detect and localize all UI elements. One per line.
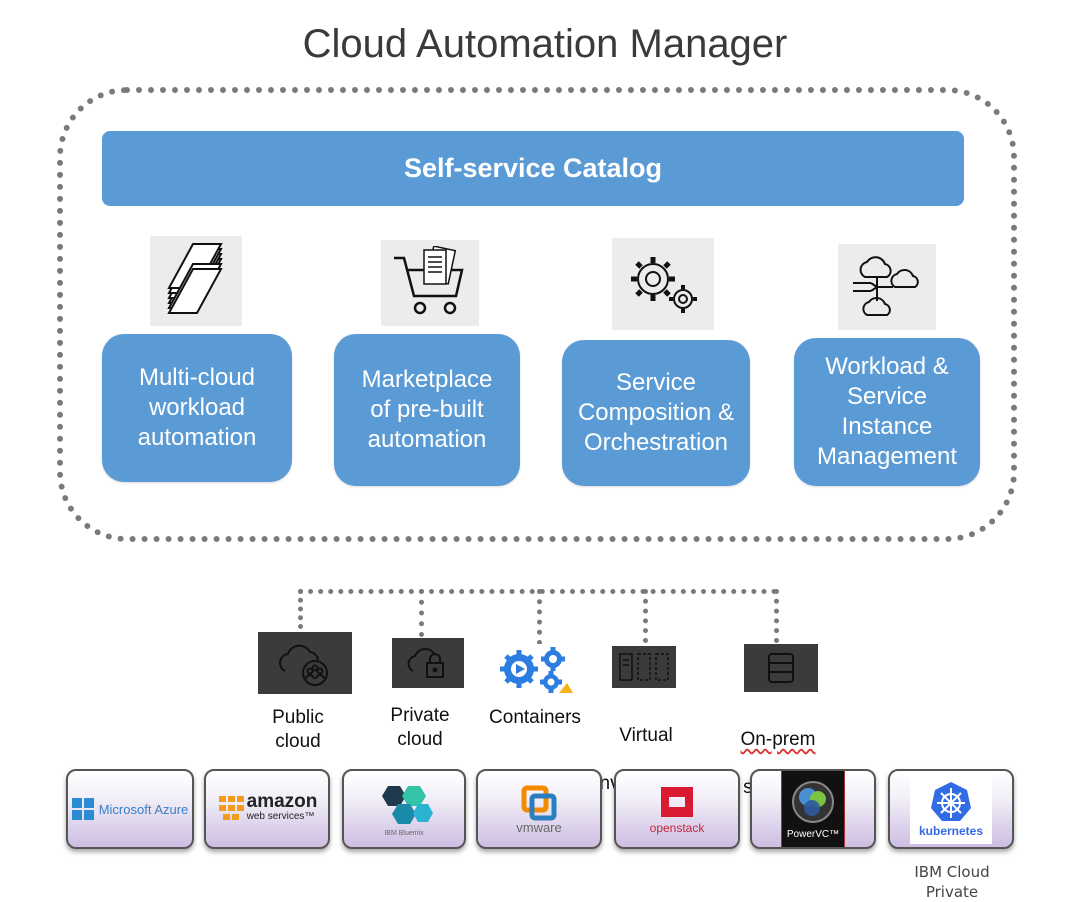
shopping-cart-icon: [381, 240, 479, 326]
virtual-servers-icon: [612, 646, 676, 688]
capability-workload-management: Workload & Service Instance Management: [794, 338, 980, 486]
provider-aws: amazon web services™: [204, 769, 330, 849]
provider-name: IBM Bluemix: [384, 829, 424, 837]
provider-name: openstack: [649, 821, 705, 835]
aws-cubes-icon: [218, 796, 244, 820]
openstack-logo-icon: [661, 787, 693, 817]
provider-name: Microsoft Azure: [98, 801, 189, 817]
vmware-squares-icon: [521, 785, 557, 820]
connector-line: [774, 589, 779, 643]
capability-label: Workload & Service Instance Management: [816, 353, 958, 470]
trademark: ™: [829, 828, 840, 840]
public-cloud-icon: [258, 632, 352, 694]
aws-sub: web services: [246, 811, 305, 822]
self-service-catalog: Self-service Catalog: [102, 131, 964, 206]
ibm-cloud-private-label: IBM Cloud Private: [914, 863, 990, 901]
aws-wordmark: amazon web services™: [246, 791, 318, 824]
gears-icon: [612, 238, 714, 330]
connector-line: [643, 589, 648, 643]
kubernetes-badge: kubernetes: [910, 774, 992, 844]
connector-line: [298, 589, 303, 629]
powervc-badge: PowerVC™: [781, 771, 845, 847]
provider-kubernetes: kubernetes: [888, 769, 1014, 849]
provider-powervc: PowerVC™: [750, 769, 876, 849]
diagram-title: Cloud Automation Manager: [302, 22, 788, 66]
capability-label: Multi-cloud workload automation: [137, 364, 257, 451]
bluemix-hexagons-icon: [382, 785, 433, 824]
capability-multi-cloud-automation: Multi-cloud workload automation: [102, 334, 292, 482]
capability-service-composition: Service Composition & Orchestration: [562, 340, 750, 486]
provider-name: vmware: [516, 819, 562, 835]
env-label-public-cloud: Public cloud: [272, 707, 324, 752]
capability-label: Service Composition & Orchestration: [577, 369, 735, 456]
private-cloud-lock-icon: [392, 638, 464, 688]
stacked-documents-icon: [150, 236, 242, 326]
powervc-orb-icon: [792, 780, 834, 823]
provider-name: kubernetes: [918, 824, 984, 838]
kubernetes-helm-icon: [931, 782, 971, 821]
aws-subtitle: web services™: [247, 809, 318, 824]
env-label-private-cloud: Private cloud: [390, 705, 450, 750]
capability-marketplace: Marketplace of pre-built automation: [334, 334, 520, 486]
provider-name: amazon: [246, 791, 318, 812]
containers-gears-icon: [496, 644, 574, 696]
env-label-line: Virtual: [619, 725, 673, 746]
env-label-containers: Containers: [489, 707, 581, 728]
connector-line: [419, 589, 424, 637]
cam-boundary: [57, 87, 1017, 542]
provider-vmware: vmware: [476, 769, 602, 849]
spellcheck-word: On-prem: [740, 729, 816, 750]
provider-openstack: openstack: [614, 769, 740, 849]
windows-logo-icon: [71, 798, 94, 820]
provider-ibm-bluemix: IBM Bluemix: [342, 769, 466, 849]
trademark: ™: [304, 811, 315, 822]
provider-microsoft-azure: Microsoft Azure: [66, 769, 194, 849]
provider-name: PowerVC: [786, 828, 830, 840]
powervc-label: PowerVC™: [787, 829, 839, 840]
capability-label: Marketplace of pre-built automation: [361, 366, 493, 453]
server-icon: [744, 644, 818, 692]
cloud-network-icon: [838, 244, 936, 330]
connector-line: [537, 589, 542, 645]
